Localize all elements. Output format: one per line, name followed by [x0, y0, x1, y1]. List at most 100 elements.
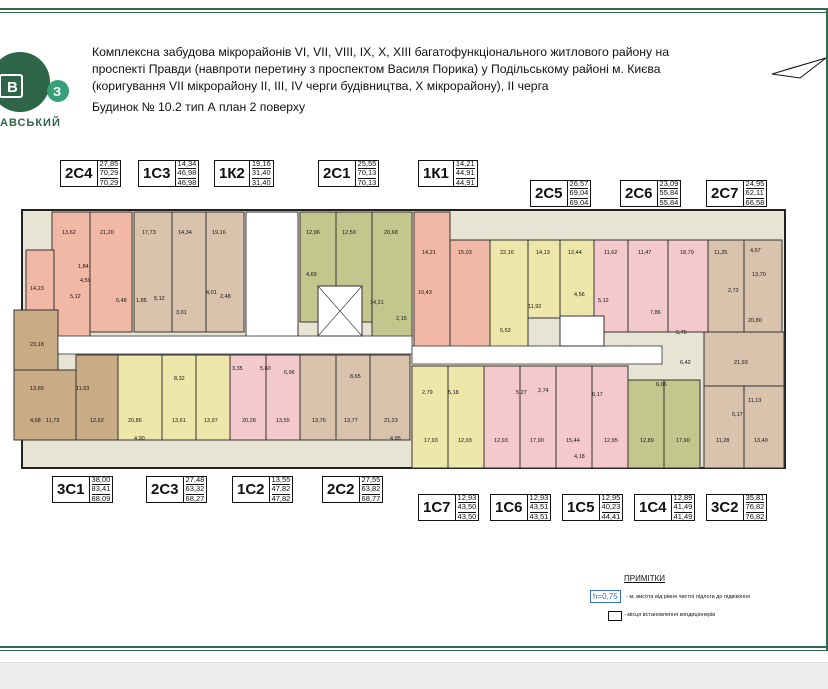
apt-2c2-room-c — [369, 354, 411, 441]
frame-top-line — [0, 8, 826, 10]
room-area-label: 2,48 — [220, 294, 231, 300]
frame-top-line-inner — [0, 12, 826, 13]
apt-area-3: 43,50 — [457, 511, 477, 521]
apt-area-3: 44,41 — [601, 511, 621, 521]
room-area-label: 5,12 — [70, 294, 81, 300]
room-area-label: 12,62 — [90, 418, 104, 424]
apt-area-3: 46,98 — [177, 177, 197, 187]
apt-area-2: 46,98 — [177, 168, 197, 179]
apt-area-2: 40,23 — [601, 502, 621, 513]
room-area-label: 4,56 — [574, 292, 585, 298]
apt-area-3: 43,51 — [529, 511, 549, 521]
room-area-label: 4,95 — [390, 436, 401, 442]
room-area-label: 5,27 — [516, 390, 527, 396]
apt-area-3: 68,27 — [185, 493, 205, 503]
apt-code: 1К2 — [219, 165, 245, 182]
company-logo: В З — [0, 52, 69, 112]
room-area-label: 5,48 — [116, 298, 127, 304]
apt-3c1-room-b — [13, 369, 77, 441]
room-area-label: 4,18 — [574, 454, 585, 460]
room-area-label: 12,93 — [458, 438, 472, 444]
room-area-label: 11,47 — [638, 250, 651, 256]
header-subtitle: Будинок № 10.2 тип А план 2 поверху — [92, 100, 306, 114]
apt-area-2: 44,91 — [455, 168, 475, 179]
sill-height-badge: h=0,75 — [590, 590, 621, 603]
apt-area-2: 43,50 — [457, 502, 477, 513]
room-area-label: 14,23 — [30, 286, 44, 292]
room-area-label: 5,17 — [732, 412, 743, 418]
apt-1c7-room-a — [411, 365, 449, 469]
apt-2c3-room-a — [117, 354, 163, 441]
apt-1k1-room-a — [413, 211, 451, 363]
apt-1c4-room-b — [663, 379, 701, 469]
room-area-label: 12,44 — [568, 250, 582, 256]
room-area-label: 1,85 — [136, 298, 147, 304]
room-area-label: 11,63 — [76, 386, 89, 392]
apt-area-3: 70,29 — [99, 177, 119, 187]
apt-code: 2С2 — [327, 481, 355, 498]
apt-area-2: 70,13 — [357, 168, 377, 179]
room-area-label: 19,16 — [212, 230, 226, 236]
apt-area-2: 63,32 — [185, 484, 205, 495]
apt-3c1-room-a — [13, 309, 59, 371]
room-area-label: 3,35 — [232, 366, 243, 372]
room-area-label: 8,32 — [174, 376, 185, 382]
room-area-label: 17,93 — [424, 438, 438, 444]
room-area-label: 13,77 — [344, 418, 358, 424]
room-area-label: 13,61 — [172, 418, 186, 424]
corridor-east — [411, 345, 663, 365]
apt-2c1-room-c — [371, 211, 413, 341]
room-area-label: 12,96 — [306, 230, 320, 236]
apt-2c3-room-c — [195, 354, 231, 441]
room-area-label: 13,62 — [62, 230, 76, 236]
apt-area-3: 41,49 — [673, 511, 693, 521]
apt-area-2: 55,84 — [659, 188, 679, 199]
plan-sheet: В З АВСЬКИЙ Комплексна забудова мікрорай… — [0, 8, 828, 651]
room-area-label: 12,93 — [494, 438, 508, 444]
header-line-1: Комплексна забудова мікрорайонів VI, VII… — [92, 45, 669, 59]
apt-code: 1С3 — [143, 165, 171, 182]
apt-area-1: 27,48 — [185, 475, 205, 486]
room-area-label: 2,79 — [422, 390, 433, 396]
apt-1k2 — [205, 211, 245, 333]
notes-title: ПРИМІТКИ — [624, 574, 666, 583]
room-area-label: 14,21 — [422, 250, 436, 256]
apt-2c4-room-c — [25, 249, 55, 313]
room-area-label: 1,84 — [78, 264, 89, 270]
apt-1c2-room-a — [229, 354, 267, 441]
room-area-label: 2,74 — [538, 388, 549, 394]
frame-bottom-line-inner — [0, 650, 826, 651]
room-area-label: 6,06 — [656, 382, 667, 388]
apt-code: 1С7 — [423, 499, 451, 516]
logo-letter-1: В — [7, 79, 18, 96]
room-area-label: 20,80 — [748, 318, 762, 324]
apt-code: 2С7 — [711, 185, 739, 202]
frame-right-line — [826, 8, 828, 651]
room-area-label: 11,73 — [46, 418, 59, 424]
logo-letter-2: З — [53, 84, 61, 99]
apt-area-3: 68,77 — [361, 493, 381, 503]
sill-height-note: - м, висота від рівня чистої підлоги до … — [626, 594, 751, 600]
apt-code: 2С4 — [65, 165, 93, 182]
room-area-label: 21,93 — [734, 360, 748, 366]
room-area-label: 11,28 — [716, 438, 729, 444]
apt-1c3-room-a — [133, 211, 173, 333]
apt-code: 2С3 — [151, 481, 179, 498]
room-area-label: 12,59 — [342, 230, 356, 236]
apt-area-3: 31,40 — [251, 177, 271, 187]
apt-3c1-room-c — [75, 354, 119, 441]
north-arrow-icon — [771, 57, 827, 79]
room-area-label: 18,79 — [680, 250, 694, 256]
apt-2c4-room-b — [89, 211, 133, 333]
apt-code: 2С5 — [535, 185, 563, 202]
apt-2c2-room-b — [335, 354, 371, 441]
frame-bottom-line — [0, 646, 826, 648]
room-area-label: 11,92 — [528, 304, 541, 310]
apt-area-1: 23,09 — [659, 179, 679, 190]
apt-area-1: 12,95 — [601, 493, 621, 504]
